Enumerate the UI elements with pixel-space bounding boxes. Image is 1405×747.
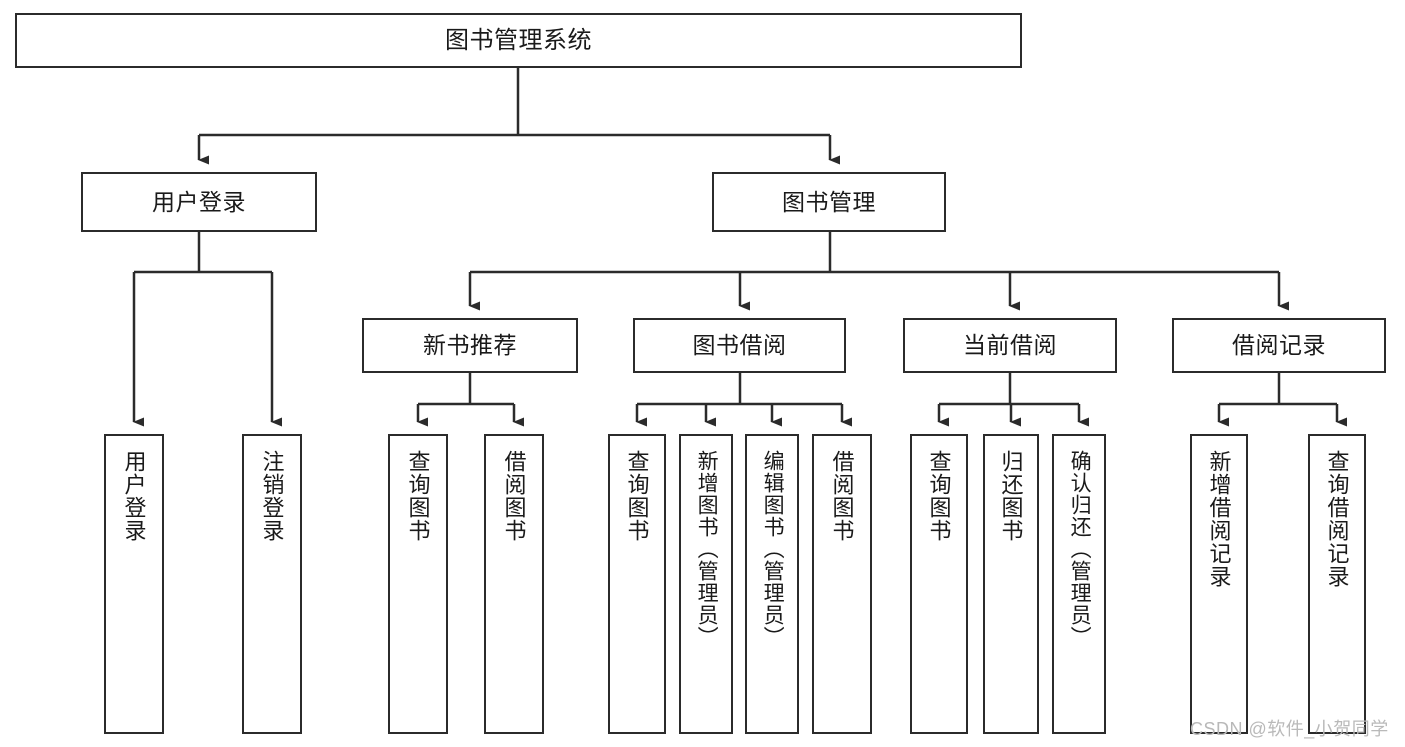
node-leaf-query-book-borrow-label: 查询图书: [624, 450, 650, 542]
node-root-label: 图书管理系统: [445, 26, 592, 54]
node-leaf-user-logout-label: 注销登录: [259, 450, 285, 542]
node-current-borrow[interactable]: 当前借阅: [903, 318, 1117, 373]
watermark-text: CSDN @软件_小贺同学: [1190, 719, 1389, 739]
node-leaf-user-login[interactable]: 用户登录: [104, 434, 164, 734]
node-borrow-record-label: 借阅记录: [1232, 332, 1326, 359]
node-leaf-return-book-label: 归还图书: [998, 450, 1024, 542]
node-borrow-record[interactable]: 借阅记录: [1172, 318, 1386, 373]
node-leaf-user-login-label: 用户登录: [121, 450, 147, 542]
node-leaf-confirm-return-admin[interactable]: 确认归还（管理员）: [1052, 434, 1106, 734]
node-leaf-add-book-admin-label: 新增图书（管理员）: [695, 450, 719, 648]
node-root[interactable]: 图书管理系统: [15, 13, 1022, 68]
node-book-borrow[interactable]: 图书借阅: [633, 318, 846, 373]
node-leaf-query-borrow-record[interactable]: 查询借阅记录: [1308, 434, 1366, 734]
node-current-borrow-label: 当前借阅: [963, 332, 1057, 359]
node-leaf-user-logout[interactable]: 注销登录: [242, 434, 302, 734]
node-leaf-query-book-rec[interactable]: 查询图书: [388, 434, 448, 734]
node-leaf-add-borrow-record[interactable]: 新增借阅记录: [1190, 434, 1248, 734]
node-book-manage[interactable]: 图书管理: [712, 172, 946, 232]
node-leaf-add-book-admin[interactable]: 新增图书（管理员）: [679, 434, 733, 734]
connectors: [132, 68, 1347, 427]
node-book-borrow-label: 图书借阅: [692, 332, 787, 359]
node-leaf-borrow-book[interactable]: 借阅图书: [812, 434, 872, 734]
node-leaf-borrow-book-rec-label: 借阅图书: [501, 450, 527, 542]
node-leaf-add-borrow-record-label: 新增借阅记录: [1206, 450, 1232, 588]
node-leaf-borrow-book-label: 借阅图书: [829, 450, 855, 542]
node-user-login[interactable]: 用户登录: [81, 172, 317, 232]
node-leaf-query-book-cur[interactable]: 查询图书: [910, 434, 968, 734]
node-new-book-recommend-label: 新书推荐: [423, 332, 517, 359]
node-leaf-query-book-cur-label: 查询图书: [926, 450, 952, 542]
node-leaf-confirm-return-admin-label: 确认归还（管理员）: [1068, 450, 1092, 648]
node-book-manage-label: 图书管理: [782, 188, 876, 215]
node-user-login-label: 用户登录: [152, 188, 246, 215]
node-leaf-return-book[interactable]: 归还图书: [983, 434, 1039, 734]
node-leaf-edit-book-admin[interactable]: 编辑图书（管理员）: [745, 434, 799, 734]
node-leaf-edit-book-admin-label: 编辑图书（管理员）: [761, 450, 785, 648]
node-leaf-query-book-rec-label: 查询图书: [405, 450, 431, 542]
node-leaf-borrow-book-rec[interactable]: 借阅图书: [484, 434, 544, 734]
node-new-book-recommend[interactable]: 新书推荐: [362, 318, 578, 373]
node-leaf-query-borrow-record-label: 查询借阅记录: [1324, 450, 1350, 588]
node-leaf-query-book-borrow[interactable]: 查询图书: [608, 434, 666, 734]
